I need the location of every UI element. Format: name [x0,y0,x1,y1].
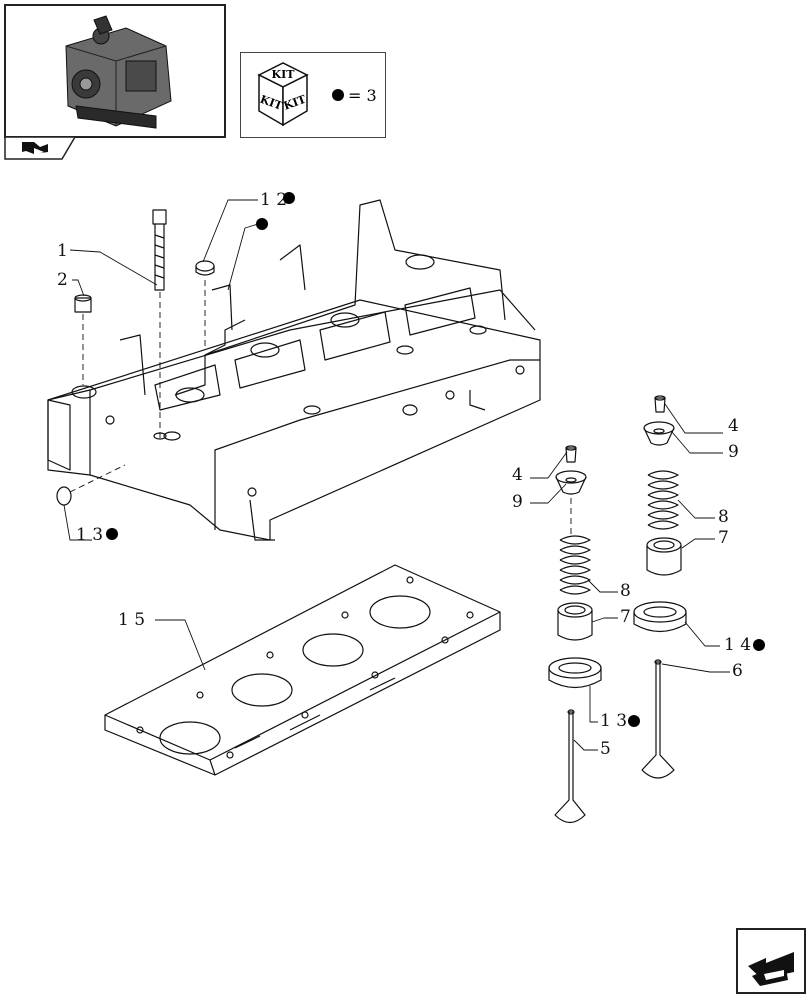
valve-6 [641,659,675,779]
valve-stem-seal-14 [633,601,687,633]
valve-spring-8a [559,535,591,595]
callout-12: 1 2 [260,190,287,210]
callout-4-left: 4 [512,465,523,485]
kit-marker-icon [106,528,118,540]
spring-retainer-9b [643,421,675,446]
callout-8-right: 8 [718,507,729,527]
cap-12 [195,260,215,276]
plug-13 [56,486,72,506]
plug-2 [74,294,92,313]
valve-5 [554,709,586,824]
callout-2: 2 [57,270,68,290]
thumbnail-tab[interactable] [4,136,77,160]
callout-14: 1 4 [724,635,751,655]
kit-legend: KIT KIT KIT = 3 [240,52,386,138]
callout-4-right: 4 [728,416,739,436]
kit-label-top: KIT [272,68,296,81]
callout-13-left: 1 3 [76,525,103,545]
kit-marker-icon [628,715,640,727]
callout-7-right: 7 [718,528,729,548]
callout-5: 5 [600,739,611,759]
valve-spring-8b [647,470,679,530]
valve-keeper-4b [654,395,666,413]
next-page-button[interactable] [736,928,806,994]
spring-seat-7a [557,602,593,641]
spring-retainer-9a [555,470,587,495]
callout-13-right: 1 3 [600,711,627,731]
callout-8-left: 8 [620,581,631,601]
valve-stem-seal-13 [548,657,602,689]
kit-marker-icon [753,639,765,651]
head-bolt [152,209,167,291]
kit-cube-icon: KIT KIT KIT = 3 [257,62,377,127]
book-arrow-icon [4,136,77,160]
engine-thumbnail-drawing [65,15,172,129]
kit-marker-icon [256,218,268,230]
spring-seat-7b [646,537,682,576]
callout-7-left: 7 [620,607,631,627]
callout-9-left: 9 [512,492,523,512]
callout-1: 1 [57,241,68,261]
cylinder-head [47,199,541,541]
kit-marker-icon [283,192,295,204]
kit-equals-text: = 3 [348,86,377,105]
callout-15: 1 5 [118,610,145,630]
valve-keeper-4a [565,445,577,463]
head-gasket [104,564,501,776]
callout-6: 6 [732,661,743,681]
kit-marker-dot [332,89,344,101]
engine-thumbnail [4,4,226,138]
next-page-arrow-icon [736,928,806,994]
callout-9-right: 9 [728,442,739,462]
